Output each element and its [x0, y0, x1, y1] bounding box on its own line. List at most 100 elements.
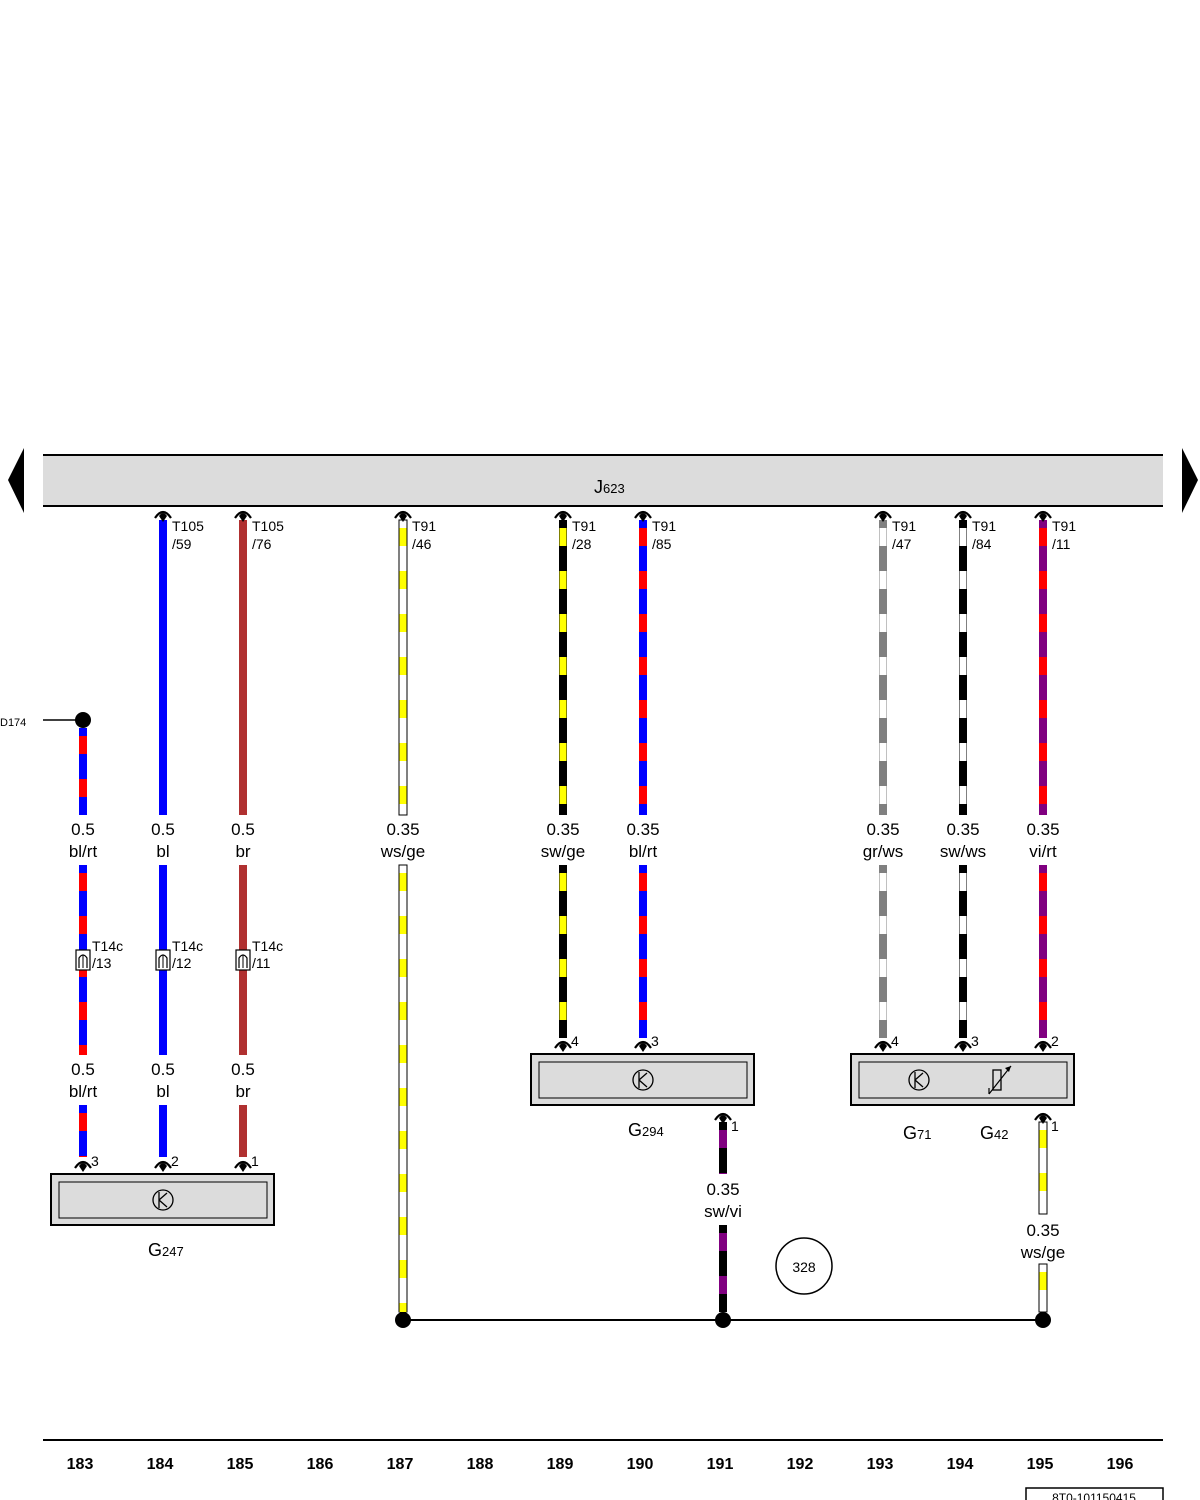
column-186: 186	[307, 1456, 334, 1473]
conn-194-pin: /84	[972, 536, 992, 552]
wire-187-stripe	[399, 786, 407, 804]
wire-191-color: sw/vi	[704, 1202, 742, 1221]
column-189: 189	[547, 1456, 574, 1473]
pin-g294-out	[714, 1112, 732, 1124]
wire-190-stripe	[639, 700, 647, 718]
pin-j623-193	[874, 510, 892, 522]
wire-189-stripe	[559, 1002, 567, 1020]
junction-dot	[715, 1312, 731, 1328]
wire-184-color-lower: bl	[156, 1082, 169, 1101]
conn-189-pin: /28	[572, 536, 592, 552]
wire-191-stripe	[719, 1173, 727, 1174]
pin-191-top: 1	[731, 1118, 739, 1134]
wire-187-stripe	[399, 700, 407, 718]
previous-page-arrow[interactable]	[8, 448, 24, 513]
conn-195-name: T91	[1052, 518, 1076, 534]
wire-190-stripe	[639, 528, 647, 546]
wire-187-stripe	[399, 528, 407, 546]
wire-185-segment	[239, 520, 247, 815]
pin-190-bottom: 3	[651, 1033, 659, 1049]
wire-193-stripe	[879, 657, 887, 675]
wire-194-stripe	[959, 743, 967, 761]
pin-j623-184	[154, 510, 172, 522]
thermistor-icon	[988, 1065, 1012, 1095]
wire-187-size: 0.35	[386, 820, 419, 839]
wire-194-stripe	[959, 786, 967, 804]
inline-connector-183: T14c /13	[75, 938, 123, 971]
pin-195b-top: 1	[1051, 1118, 1059, 1134]
component-g247-label: G247	[148, 1240, 184, 1260]
pin-189-bottom: 4	[571, 1033, 579, 1049]
column-184: 184	[147, 1456, 174, 1473]
wire-193-size: 0.35	[866, 820, 899, 839]
conn-194-name: T91	[972, 518, 996, 534]
conn-193-pin: /47	[892, 536, 912, 552]
wire-190-color: bl/rt	[629, 842, 658, 861]
wire-187-stripe	[399, 1303, 407, 1312]
wire-185-color-lower: br	[235, 1082, 250, 1101]
inline-185-name: T14c	[252, 938, 283, 954]
wire-193-color: gr/ws	[863, 842, 904, 861]
wire-194-segment	[959, 865, 967, 1038]
wire-194-stripe	[959, 873, 967, 891]
wire-190-segment	[639, 865, 647, 1038]
inline-connector-184: T14c /12	[155, 938, 203, 971]
pin-195-bottom: 2	[1051, 1033, 1059, 1049]
conn-187-name: T91	[412, 518, 436, 534]
component-g71-label: G71	[903, 1123, 931, 1143]
conn-195-pin: /11	[1052, 536, 1071, 552]
wire-183-stripe	[79, 916, 87, 934]
document-code-label: 8T0-101150415	[1052, 1491, 1136, 1500]
wire-187-stripe	[399, 571, 407, 589]
conn-185-name: T105	[252, 518, 284, 534]
wire-194-stripe	[959, 571, 967, 589]
wire-195-segment	[1039, 865, 1047, 1038]
wire-193-stripe	[879, 916, 887, 934]
wire-189-stripe	[559, 571, 567, 589]
wire-195-stripe	[1039, 786, 1047, 804]
wire-190-stripe	[639, 786, 647, 804]
wire-195-stripe	[1039, 571, 1047, 589]
wire-184-size-lower: 0.5	[151, 1060, 175, 1079]
wire-187-stripe	[399, 657, 407, 675]
wire-189-stripe	[559, 786, 567, 804]
conn-189-name: T91	[572, 518, 596, 534]
wire-187-stripe	[399, 614, 407, 632]
wire-184-color: bl	[156, 842, 169, 861]
wire-187-stripe	[399, 1045, 407, 1063]
sensor-icon	[632, 1069, 654, 1091]
wire-183-segment	[79, 728, 87, 815]
sensor-icon	[152, 1189, 174, 1211]
pin-g247-185	[234, 1160, 252, 1172]
wire-189-color: sw/ge	[541, 842, 585, 861]
wire-187-stripe	[399, 1174, 407, 1192]
wire-183-stripe	[79, 1045, 87, 1055]
pin-g247-184	[154, 1160, 172, 1172]
junction-dot	[395, 1312, 411, 1328]
next-page-arrow[interactable]	[1182, 448, 1198, 513]
column-190: 190	[627, 1456, 654, 1473]
wire-189-stripe	[559, 873, 567, 891]
wire-195-stripe	[1039, 916, 1047, 934]
wire-191-stripe	[719, 1276, 727, 1294]
pin-j623-185	[234, 510, 252, 522]
wire-195-stripe	[1039, 743, 1047, 761]
inline-184-name: T14c	[172, 938, 203, 954]
wire-194-stripe	[959, 614, 967, 632]
pin-193-bottom: 4	[891, 1033, 899, 1049]
wire-189-stripe	[559, 700, 567, 718]
wire-193-stripe	[879, 873, 887, 891]
inline-183-name: T14c	[92, 938, 123, 954]
wire-190-stripe	[639, 959, 647, 977]
component-g294-label: G294	[628, 1120, 664, 1140]
wire-187-stripe	[399, 1217, 407, 1235]
wire-labels: 0.5 bl/rt 0.5 bl 0.5 br 0.35 ws/ge 0.35 …	[69, 820, 1065, 1262]
wire-195b-stripe	[1039, 1272, 1047, 1290]
wire-190-size: 0.35	[626, 820, 659, 839]
ground-reference-328: 328	[775, 1237, 833, 1295]
column-194: 194	[947, 1456, 974, 1473]
pin-j623-194	[954, 510, 972, 522]
inline-connectors: T14c /13 T14c /12 T14c /11	[75, 938, 283, 971]
wire-194-stripe	[959, 916, 967, 934]
